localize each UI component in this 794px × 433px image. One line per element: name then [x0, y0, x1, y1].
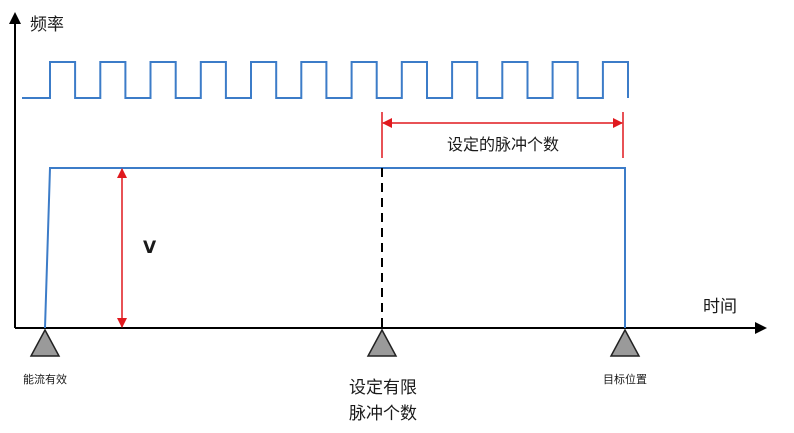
- set-limit-label-line1: 设定有限: [349, 378, 417, 398]
- target-marker-icon: [609, 328, 641, 357]
- x-axis-label: 时间: [703, 297, 737, 317]
- enable-marker-icon: [29, 328, 61, 357]
- y-axis-label: 频率: [30, 15, 64, 35]
- velocity-label: V: [143, 238, 157, 258]
- set-limit-marker-icon: [366, 328, 398, 357]
- target-label: 目标位置: [603, 372, 647, 386]
- frequency-profile: [44, 167, 626, 329]
- pulse-count-label: 设定的脉冲个数: [447, 135, 559, 154]
- pulse-train: [22, 61, 629, 99]
- set-limit-label-line2: 脉冲个数: [349, 404, 417, 424]
- enable-label: 能流有效: [23, 372, 67, 386]
